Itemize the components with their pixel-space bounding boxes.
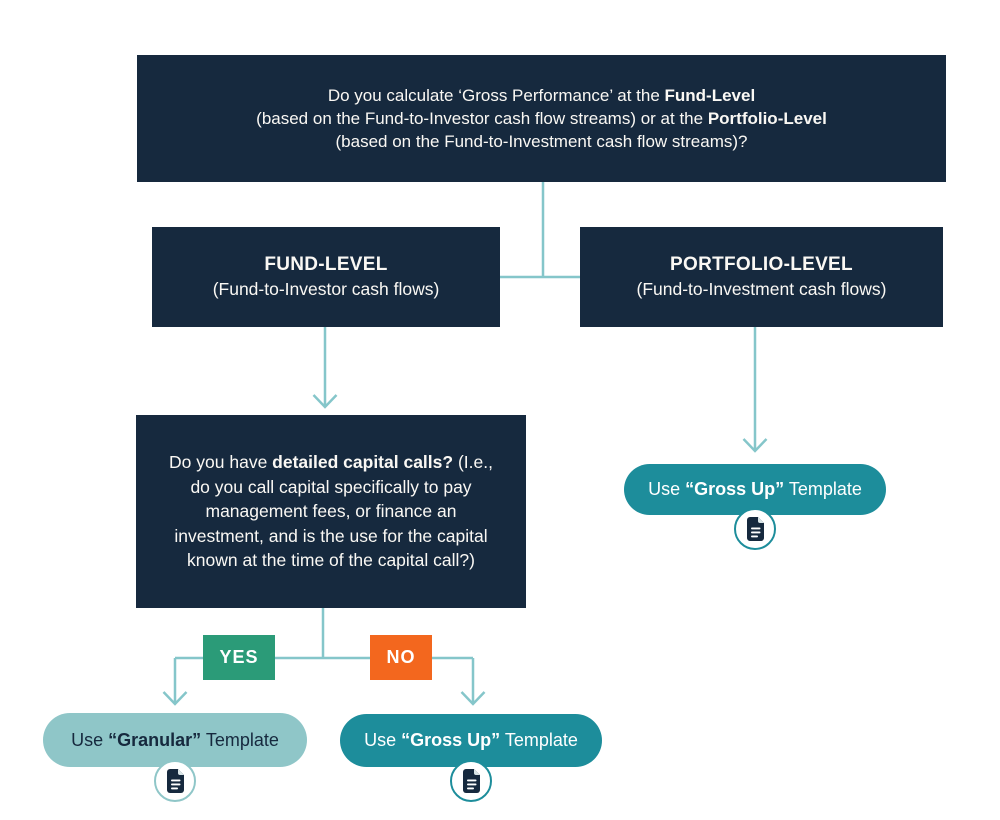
- top-question-box: Do you calculate ‘Gross Performance’ at …: [137, 55, 946, 182]
- document-icon: [166, 768, 184, 793]
- fund-level-subtitle: (Fund-to-Investor cash flows): [212, 279, 440, 299]
- connector-portfolio-to-template-arrow: [742, 327, 768, 453]
- granular-template-pill[interactable]: Use “Granular” Template: [43, 713, 307, 802]
- top-question-line2: (based on the Fund-to-Investor cash flow…: [256, 109, 827, 128]
- top-question-line1: Do you calculate ‘Gross Performance’ at …: [327, 86, 756, 105]
- portfolio-level-title: PORTFOLIO-LEVEL: [670, 254, 853, 275]
- document-icon: [746, 516, 764, 541]
- document-badge: [154, 760, 196, 802]
- capital-calls-question-text: Do you have detailed capital calls? (I.e…: [169, 452, 493, 571]
- connector-top-split: [500, 182, 580, 279]
- no-badge: NO: [370, 635, 432, 680]
- connector-fund-to-question-arrow: [312, 327, 338, 409]
- gross-up-template-label: Use “Gross Up” Template: [364, 730, 578, 750]
- gross-up-template-label: Use “Gross Up” Template: [648, 479, 862, 499]
- portfolio-level-box: PORTFOLIO-LEVEL (Fund-to-Investment cash…: [580, 227, 943, 327]
- gross-up-template-pill-right[interactable]: Use “Gross Up” Template: [624, 464, 886, 550]
- fund-level-box: FUND-LEVEL (Fund-to-Investor cash flows): [152, 227, 500, 327]
- portfolio-level-subtitle: (Fund-to-Investment cash flows): [636, 279, 887, 299]
- connector-yes-arrow: [162, 658, 188, 706]
- gross-up-template-pill-bottom[interactable]: Use “Gross Up” Template: [340, 714, 602, 802]
- fund-level-title: FUND-LEVEL: [264, 254, 388, 275]
- document-badge: [450, 760, 492, 802]
- yes-badge: YES: [203, 635, 275, 680]
- connector-no-arrow: [460, 658, 486, 706]
- document-badge: [734, 508, 776, 550]
- document-icon: [462, 768, 480, 793]
- top-question-line3: (based on the Fund-to-Investment cash fl…: [335, 132, 748, 151]
- granular-template-label: Use “Granular” Template: [71, 729, 279, 750]
- capital-calls-question-box: Do you have detailed capital calls? (I.e…: [136, 415, 526, 608]
